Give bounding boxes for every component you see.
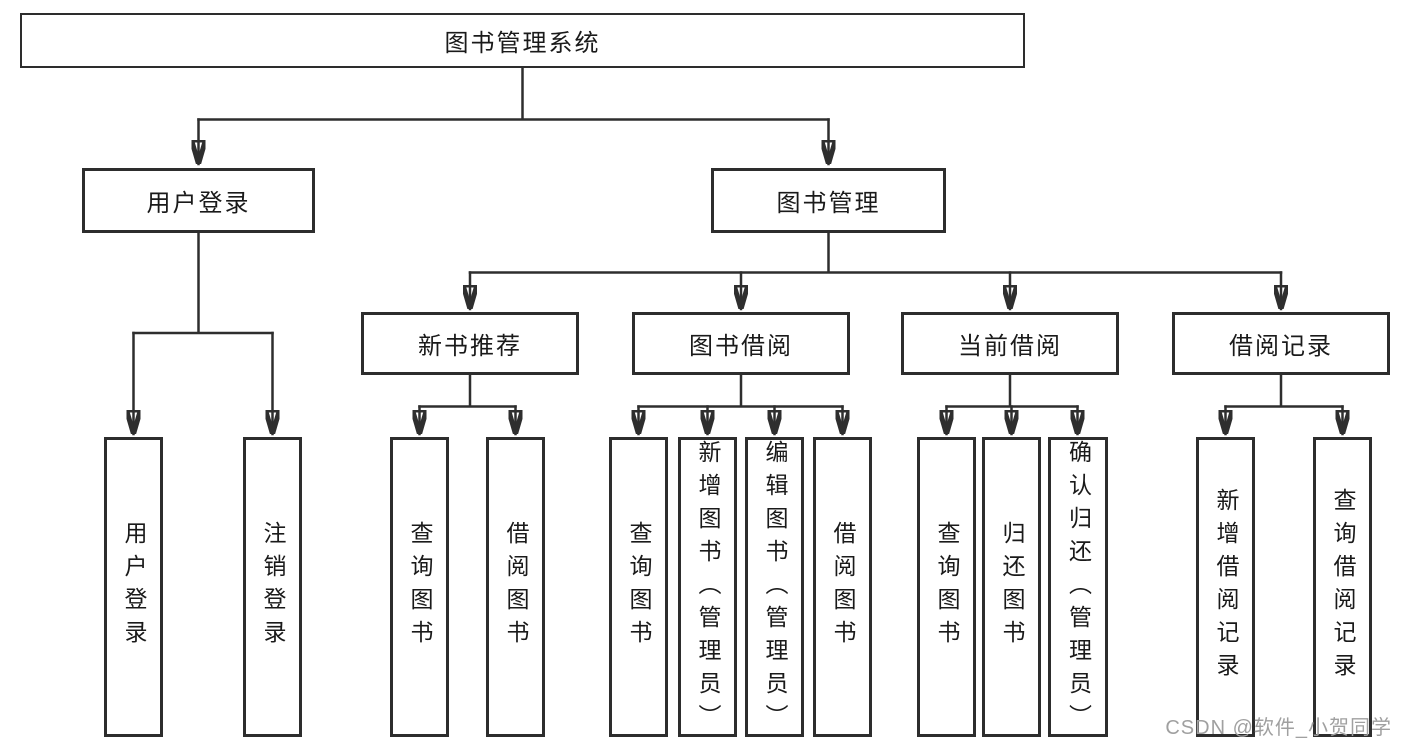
spine-new-books <box>418 372 517 408</box>
node-leaf-query-books-1: 查询图书 <box>390 437 449 737</box>
node-book-management: 图书管理 <box>711 168 946 233</box>
spine-login <box>132 230 274 335</box>
node-leaf-confirm-return-admin: 确认归还（管理员） <box>1048 437 1108 737</box>
node-leaf-query-books-2: 查询图书 <box>609 437 668 737</box>
node-new-book-recommend: 新书推荐 <box>361 312 579 375</box>
spine-root <box>197 64 830 121</box>
node-library-system: 图书管理系统 <box>20 13 1025 68</box>
node-leaf-edit-book-admin: 编辑图书（管理员） <box>745 437 804 737</box>
spine-management <box>468 230 1283 274</box>
node-leaf-query-borrow-record: 查询借阅记录 <box>1313 437 1372 737</box>
node-leaf-borrow-books-2: 借阅图书 <box>813 437 872 737</box>
spine-borrow-records <box>1224 372 1344 408</box>
node-borrow-records: 借阅记录 <box>1172 312 1390 375</box>
node-current-borrow: 当前借阅 <box>901 312 1119 375</box>
node-leaf-user-login: 用户登录 <box>104 437 163 737</box>
node-leaf-borrow-books-1: 借阅图书 <box>486 437 545 737</box>
spine-book-borrow <box>637 372 844 408</box>
node-leaf-add-book-admin: 新增图书（管理员） <box>678 437 737 737</box>
node-leaf-return-book: 归还图书 <box>982 437 1041 737</box>
node-leaf-query-books-3: 查询图书 <box>917 437 976 737</box>
node-book-borrow: 图书借阅 <box>632 312 850 375</box>
node-leaf-add-borrow-record: 新增借阅记录 <box>1196 437 1255 737</box>
node-user-login: 用户登录 <box>82 168 315 233</box>
node-leaf-logout: 注销登录 <box>243 437 302 737</box>
spine-current-borrow <box>945 372 1079 408</box>
csdn-watermark: CSDN @软件_小贺同学 <box>1165 717 1392 739</box>
